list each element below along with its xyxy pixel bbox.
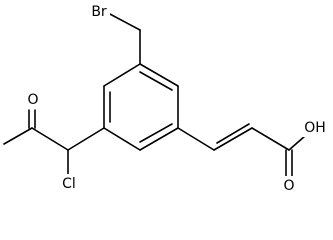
bromine-atom-label: Br [91,4,107,20]
ring-bond-c1-c2 [139,63,179,87]
ring-bond-c6-c1 [103,63,141,87]
atom-labels: Br O Cl OH O [26,3,329,194]
bond-ch2-br [107,12,141,31]
ring-inner-double-bond-top [139,71,173,91]
bond-carbonyl-methyl [3,127,33,145]
bond-vinyl-carboxyl [251,127,290,151]
hydroxyl-atom-label: OH [304,120,326,136]
bond-vinyl-double-inner [216,123,250,144]
acrylic-acid-chain [177,123,306,177]
bond-ring-vinyl [177,127,215,151]
benzene-ring [103,63,179,151]
chemical-structure: Br O Cl OH O [3,3,329,194]
acid-carbonyl-oxygen-atom-label: O [283,178,294,194]
bromomethyl-group [107,12,141,65]
ring-inner-double-bond-bottom [139,123,173,143]
ring-bond-c4-c5 [103,127,141,151]
ring-bond-c3-c4 [139,127,179,151]
ketone-oxygen-atom-label: O [27,92,38,108]
chloroacetonyl-group [3,109,105,175]
bond-ring-chcl [67,127,105,151]
bond-carboxyl-oh [288,135,306,151]
bond-vinyl-double-outer [213,127,253,151]
bond-chcl-carbonyl [31,127,69,151]
chlorine-atom-label: Cl [62,176,76,192]
